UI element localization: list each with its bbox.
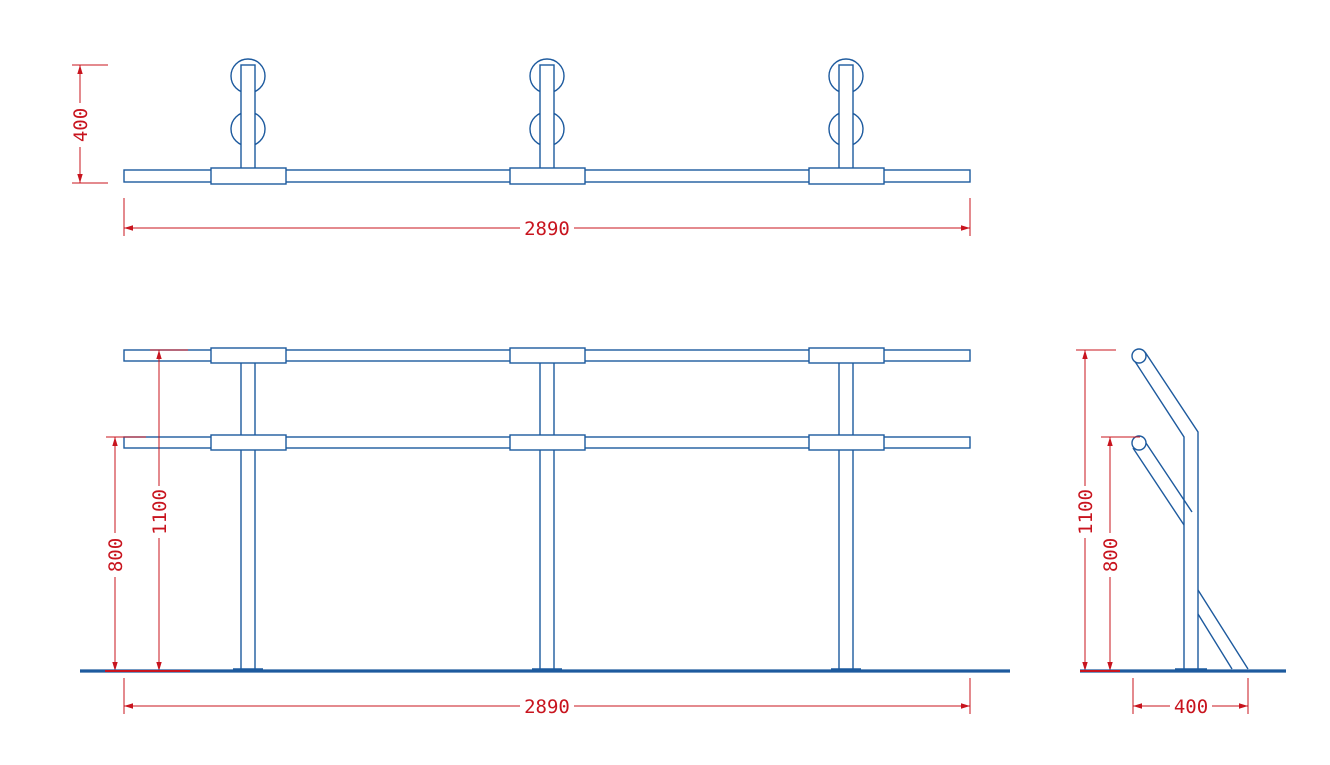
- front-clamp: [210, 434, 287, 451]
- side-lower-height-dimension: 800: [1100, 436, 1140, 671]
- front-upper-height-dimension: 1100: [149, 349, 188, 671]
- plan-length-label: 2890: [524, 218, 570, 240]
- front-view: 1100 800 2890: [105, 347, 971, 718]
- front-post: [240, 354, 256, 672]
- front-clamp: [808, 347, 885, 364]
- side-main-post: [1133, 359, 1185, 669]
- side-upper-rail-end: [1131, 348, 1147, 364]
- front-upper-height-label: 1100: [149, 489, 171, 535]
- side-depth-label: 400: [1174, 696, 1208, 718]
- front-length-label: 2890: [524, 696, 570, 718]
- front-clamp: [210, 347, 287, 364]
- front-post: [838, 354, 854, 672]
- front-post: [539, 354, 555, 672]
- side-rear-brace: [1197, 589, 1249, 670]
- plan-post: [808, 58, 885, 185]
- plan-post: [210, 58, 287, 185]
- plan-view: 400 2890: [70, 58, 971, 240]
- front-clamp: [509, 434, 586, 451]
- plan-height-dimension: 400: [70, 64, 108, 184]
- side-upper-height-dimension: 1100: [1075, 349, 1116, 671]
- side-upper-height-label: 1100: [1075, 489, 1097, 535]
- side-depth-dimension: 400: [1132, 678, 1249, 718]
- front-length-dimension: 2890: [123, 678, 971, 718]
- plan-height-label: 400: [70, 108, 92, 142]
- plan-post: [509, 58, 586, 185]
- side-lower-height-label: 800: [1100, 538, 1122, 572]
- front-clamp: [509, 347, 586, 364]
- plan-length-dimension: 2890: [123, 198, 971, 240]
- front-clamp: [808, 434, 885, 451]
- front-lower-height-dimension: 800: [105, 436, 146, 671]
- side-view: 1100 800 400: [1075, 348, 1249, 718]
- side-lower-rail-end: [1131, 435, 1147, 451]
- front-lower-height-label: 800: [105, 538, 127, 572]
- side-lower-arm: [1132, 447, 1185, 526]
